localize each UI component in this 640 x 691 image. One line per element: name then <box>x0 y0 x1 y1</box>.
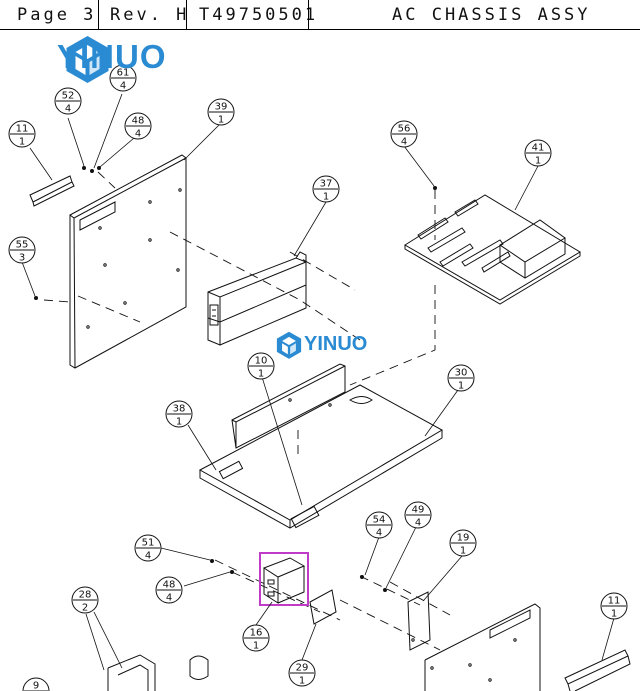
balloon-11: 111 <box>8 120 36 148</box>
balloon-quantity: 1 <box>535 156 541 167</box>
balloon-quantity: 4 <box>120 81 126 92</box>
balloon-quantity: 3 <box>19 253 25 264</box>
balloon-item-number: 49 <box>412 505 425 516</box>
balloon-quantity: 1 <box>460 546 466 557</box>
bracket-11 <box>29 175 75 207</box>
balloon-item-number: 51 <box>142 538 155 549</box>
balloon-item-number: 29 <box>296 663 309 674</box>
balloon-quantity: 4 <box>145 551 151 562</box>
balloon-circle <box>22 677 50 691</box>
balloon-19: 191 <box>449 529 477 557</box>
balloon-item-number: 52 <box>62 91 75 102</box>
balloon-11: 111 <box>600 592 628 620</box>
balloon-quantity: 4 <box>376 528 382 539</box>
balloon-item-number: 38 <box>173 404 186 415</box>
balloon-item-number: 10 <box>255 356 268 367</box>
balloon-quantity: 4 <box>401 137 407 148</box>
balloon-item-number: 11 <box>608 596 621 607</box>
balloon-item-number: 37 <box>320 179 333 190</box>
balloon-item-number: 28 <box>79 590 92 601</box>
balloon-52: 524 <box>54 87 82 115</box>
balloon-item-number: 39 <box>215 102 228 113</box>
page-number: Page 3 <box>17 5 97 25</box>
balloon-item-number: 48 <box>163 580 176 591</box>
yinuo-watermark-icon <box>276 331 302 359</box>
highlight-box <box>259 552 309 606</box>
balloon-item-number: 55 <box>16 240 29 251</box>
balloon-quantity: 4 <box>166 593 172 604</box>
balloon-item-number: 9 <box>33 681 39 691</box>
bracket-16 <box>262 557 306 604</box>
title-block-divider <box>98 0 99 30</box>
leader-lines <box>21 93 615 671</box>
balloon-54: 544 <box>365 511 393 539</box>
balloon-28: 282 <box>71 586 99 614</box>
exploded-assembly-drawing: 5246144843911115533715644111013013815444… <box>8 64 631 691</box>
part-number: T49750501 <box>199 5 319 25</box>
revision: Rev. H <box>110 5 190 25</box>
title-block: Page 3 Rev. H T49750501 AC CHASSIS ASSY <box>0 0 640 30</box>
balloon-quantity: 1 <box>176 417 182 428</box>
watermark-text: YINUO <box>304 333 368 355</box>
balloon-quantity: 1 <box>323 192 329 203</box>
panel-39 <box>69 154 187 369</box>
balloon-quantity: 4 <box>415 518 421 529</box>
balloon-item-number: 48 <box>132 116 145 127</box>
balloon-29: 291 <box>288 659 316 687</box>
balloon-9: 9 <box>22 677 50 691</box>
bracket-11-lower <box>564 649 631 691</box>
balloon-item-number: 61 <box>117 68 130 79</box>
balloon-quantity: 1 <box>258 369 264 380</box>
balloon-quantity: 4 <box>65 104 71 115</box>
title-block-divider <box>308 0 309 30</box>
balloon-item-number: 30 <box>455 368 468 379</box>
balloon-item-number: 11 <box>16 124 29 135</box>
balloon-item-number: 16 <box>250 628 263 639</box>
yinuo-logo-icon <box>66 36 109 83</box>
balloon-51: 514 <box>134 534 162 562</box>
lower-panel <box>424 603 541 691</box>
balloon-item-number: 56 <box>398 124 411 135</box>
plate-29 <box>309 589 337 625</box>
balloon-quantity: 4 <box>135 129 141 140</box>
balloon-quantity: 1 <box>253 641 259 652</box>
balloon-38: 381 <box>165 400 193 428</box>
balloon-quantity: 1 <box>611 609 617 620</box>
board-19 <box>407 591 431 651</box>
balloon-quantity: 1 <box>299 676 305 687</box>
balloon-item-number: 54 <box>373 515 386 526</box>
power-supply-37 <box>207 251 307 346</box>
screws <box>34 166 437 592</box>
balloon-16: 161 <box>242 624 270 652</box>
balloon-48: 484 <box>124 112 152 140</box>
balloon-55: 553 <box>8 236 36 264</box>
balloon-37: 371 <box>312 175 340 203</box>
balloon-quantity: 2 <box>82 603 88 614</box>
balloon-10: 101 <box>247 352 275 380</box>
bracket-28 <box>107 654 209 691</box>
balloon-41: 411 <box>524 139 552 167</box>
balloon-48: 484 <box>155 576 183 604</box>
balloon-quantity: 1 <box>458 381 464 392</box>
balloon-30: 301 <box>447 364 475 392</box>
balloon-item-number: 19 <box>457 533 470 544</box>
balloon-56: 564 <box>390 120 418 148</box>
drawing-title: AC CHASSIS ASSY <box>392 5 591 25</box>
balloon-61: 614 <box>109 64 137 92</box>
balloon-quantity: 1 <box>19 137 25 148</box>
balloon-item-number: 41 <box>532 143 545 154</box>
balloon-quantity: 1 <box>218 115 224 126</box>
title-block-divider <box>186 0 187 30</box>
brand-name: YINUO <box>57 38 167 75</box>
assembly-dash-lines <box>43 171 451 651</box>
balloon-49: 494 <box>404 501 432 529</box>
balloon-39: 391 <box>207 98 235 126</box>
pcb-41 <box>404 194 581 305</box>
base-tray-30 <box>198 363 444 529</box>
